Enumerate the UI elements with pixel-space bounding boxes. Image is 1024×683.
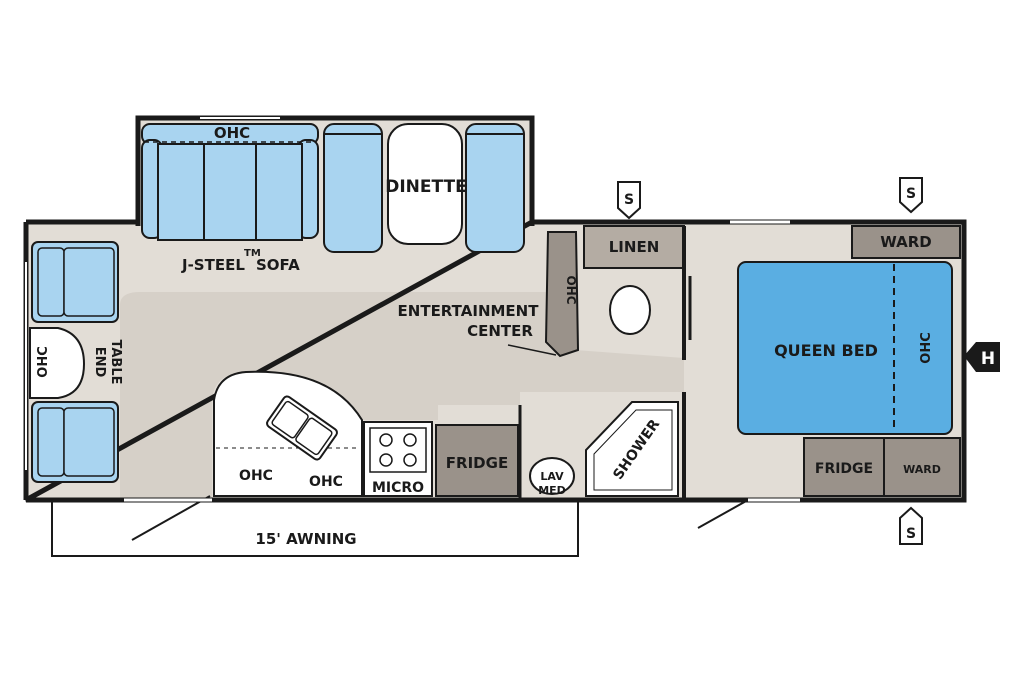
end-table-shape xyxy=(29,327,86,399)
label-sofa-suffix: SOFA xyxy=(256,256,300,274)
speaker-label-linen: S xyxy=(624,192,634,208)
wall-outer xyxy=(24,219,967,503)
dinette-seating xyxy=(323,123,525,253)
toilet xyxy=(609,285,651,335)
label-entertainment-1: ENTERTAINMENT xyxy=(398,302,540,320)
label-ohc-kitchen-2: OHC xyxy=(309,474,343,490)
label-linen: LINEN xyxy=(609,238,660,256)
label-ward-top: WARD xyxy=(880,233,931,251)
lav-sink xyxy=(529,457,575,495)
label-sofa-prefix: J-STEEL xyxy=(181,256,245,274)
stove-micro xyxy=(363,421,433,497)
label-dinette: DINETTE xyxy=(385,177,466,197)
label-ohc-end: OHC xyxy=(36,346,51,377)
entry-door-main xyxy=(131,495,211,541)
wardrobe-bottom xyxy=(883,437,961,497)
jsteel-sofa xyxy=(141,123,319,241)
linen-cabinet xyxy=(583,225,685,269)
kitchen-sink xyxy=(266,395,338,461)
hitch-label: H xyxy=(981,349,995,369)
shower-stall xyxy=(585,401,679,497)
label-queen-bed: QUEEN BED xyxy=(774,341,878,360)
label-fridge-bedroom: FRIDGE xyxy=(815,461,873,477)
label-lav: LAV xyxy=(540,470,564,483)
label-micro: MICRO xyxy=(372,480,424,496)
label-ohc-entertainment: OHC xyxy=(564,275,578,304)
entry-door-bedroom xyxy=(697,499,749,529)
hitch-icon xyxy=(964,342,1000,372)
label-med: MED xyxy=(538,484,566,497)
label-trademark: TM xyxy=(244,248,261,259)
speaker-label-top-right: S xyxy=(906,186,916,202)
bedroom-fridge xyxy=(803,437,885,497)
label-ohc-bed: OHC xyxy=(919,332,934,363)
kitchen-fridge xyxy=(435,424,519,497)
label-ward-bottom: WARD xyxy=(903,463,941,476)
label-ohc-kitchen-1: OHC xyxy=(239,468,273,484)
label-awning: 15' AWNING xyxy=(255,530,356,548)
dinette-table xyxy=(387,123,463,245)
speaker-icon-linen xyxy=(617,181,641,220)
label-ohc-sofa: OHC xyxy=(214,124,250,142)
recliner-top xyxy=(31,241,119,323)
speaker-icon-bottom-right xyxy=(899,506,923,545)
ent-pointer xyxy=(507,344,557,356)
wardrobe-top xyxy=(851,225,961,259)
carpet-area xyxy=(120,292,684,498)
label-entertainment-2: CENTER xyxy=(467,322,533,340)
entertainment-center xyxy=(544,231,580,358)
speaker-label-bottom-right: S xyxy=(906,526,916,542)
label-fridge-kitchen: FRIDGE xyxy=(446,454,508,472)
speaker-icon-top-right xyxy=(899,177,923,214)
label-end-table-1: END xyxy=(92,347,107,378)
shower-inner xyxy=(593,409,673,491)
awning-outline xyxy=(51,500,579,557)
recliner-bottom xyxy=(31,401,119,483)
label-end-table-2: TABLE xyxy=(108,340,123,385)
queen-bed xyxy=(737,261,953,435)
wall-slideout xyxy=(135,115,535,226)
